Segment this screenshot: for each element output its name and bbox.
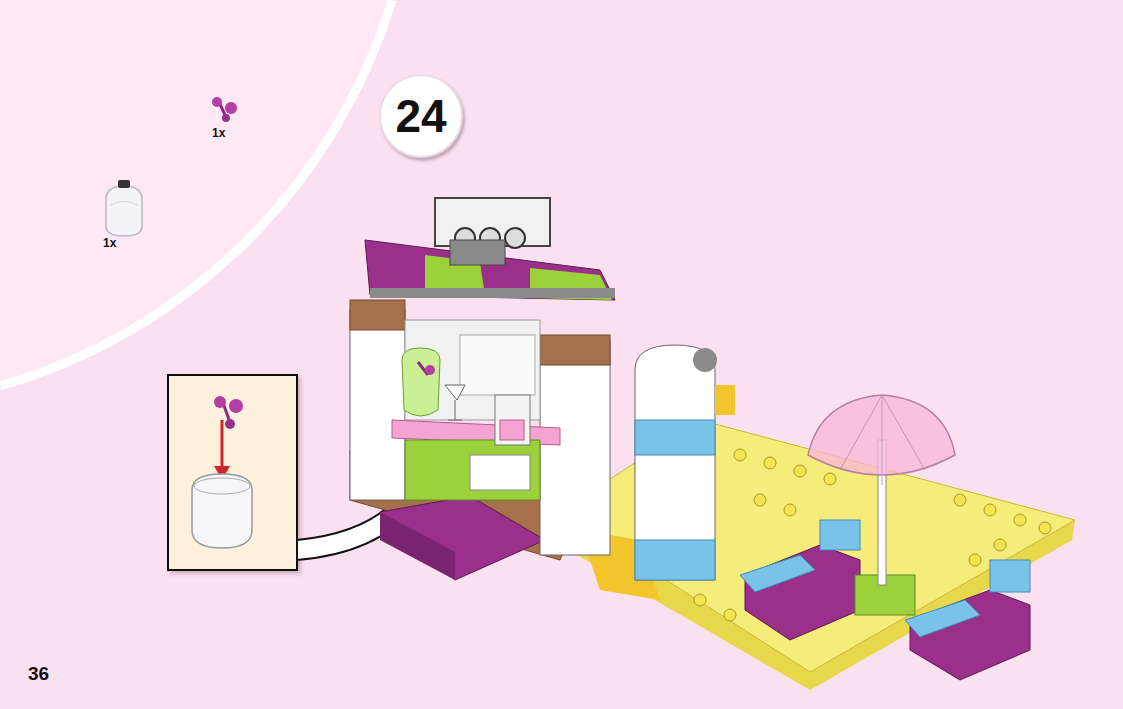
lounge-chairs — [740, 555, 815, 592]
studs — [1014, 514, 1026, 526]
studs — [984, 504, 996, 516]
blender — [425, 365, 435, 375]
lounge-chairs — [910, 590, 1030, 680]
callout-box — [168, 375, 297, 570]
lounge-chairs — [820, 520, 860, 550]
pillar — [693, 348, 717, 372]
counter — [495, 395, 530, 445]
lounge-chairs — [990, 560, 1030, 592]
flower-part — [222, 114, 230, 122]
callout-box — [168, 375, 297, 570]
studs — [764, 457, 776, 469]
part-count: 1x — [103, 236, 116, 250]
transparent-dome-part — [110, 202, 138, 206]
stall-roof — [370, 288, 615, 298]
stall-columns — [540, 340, 610, 555]
parts-panel — [0, 0, 392, 386]
sign — [435, 198, 550, 265]
stall-columns — [540, 335, 610, 365]
callout-detail — [194, 478, 250, 494]
step-number-text: 24 — [395, 89, 446, 143]
callout-detail — [221, 420, 224, 468]
blender — [402, 348, 440, 416]
umbrella — [840, 395, 925, 485]
transparent-dome-part — [106, 180, 142, 236]
lounge-chairs — [905, 600, 980, 637]
umbrella — [808, 395, 955, 615]
stall-roof — [365, 240, 615, 300]
step-number: 24 — [379, 74, 463, 158]
counter — [405, 440, 540, 500]
stall-base — [380, 496, 545, 580]
callout-detail — [225, 419, 235, 429]
callout-detail — [214, 396, 226, 408]
pillar — [635, 420, 715, 455]
flower-part — [212, 97, 237, 122]
stall-roof — [365, 240, 615, 300]
page-number: 36 — [28, 663, 49, 685]
stall-columns — [350, 310, 405, 500]
callout-detail — [192, 396, 252, 548]
stall-columns — [350, 300, 405, 330]
sign — [450, 240, 505, 265]
studs — [754, 494, 766, 506]
studs — [784, 504, 796, 516]
flower-part — [225, 102, 237, 114]
pillar — [635, 540, 715, 580]
studs — [794, 465, 806, 477]
sign — [505, 228, 525, 248]
pillar — [635, 345, 715, 580]
counter — [500, 420, 524, 440]
studs — [1039, 522, 1051, 534]
pillar — [635, 345, 735, 580]
parts-panel — [0, 0, 392, 386]
callout-detail — [192, 474, 252, 548]
parts-panel — [0, 0, 392, 386]
pillar — [715, 385, 735, 415]
stall-columns — [350, 300, 610, 555]
flower-part — [212, 97, 222, 107]
blender — [445, 385, 465, 420]
stall-columns — [460, 335, 535, 395]
studs — [724, 609, 736, 621]
studs — [954, 494, 966, 506]
studs — [969, 554, 981, 566]
stall-base — [380, 512, 455, 580]
callout-detail — [229, 399, 243, 413]
studs — [994, 539, 1006, 551]
counter — [470, 455, 530, 490]
blender — [402, 348, 465, 420]
studs — [694, 594, 706, 606]
studs — [824, 473, 836, 485]
transparent-dome-part — [106, 186, 142, 236]
studs — [734, 449, 746, 461]
part-count: 1x — [212, 126, 225, 140]
transparent-dome-part — [118, 180, 130, 188]
